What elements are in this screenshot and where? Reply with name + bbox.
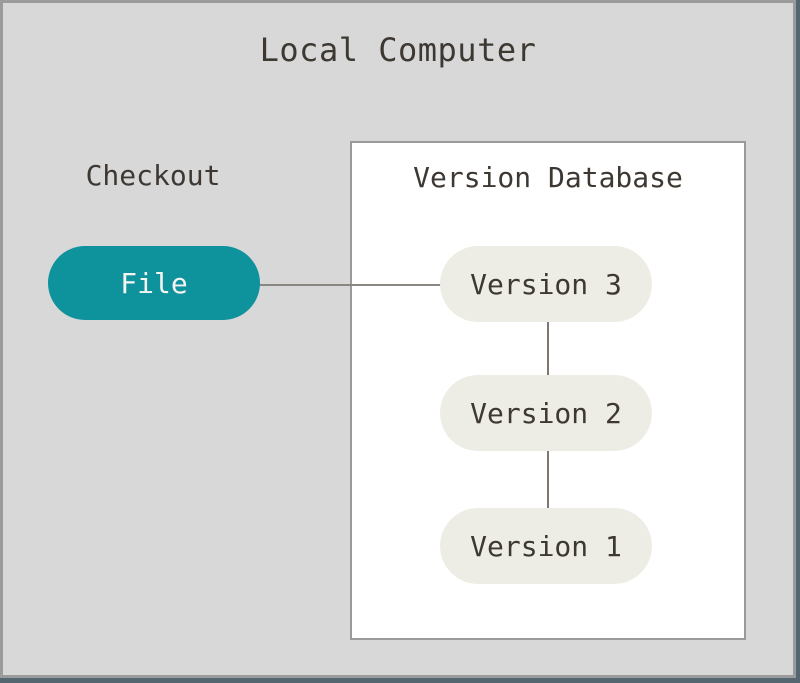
version2-to-version1-connector bbox=[547, 451, 549, 508]
version-database-title: Version Database bbox=[413, 161, 683, 194]
version-2-node: Version 2 bbox=[440, 375, 652, 451]
diagram-title: Local Computer bbox=[259, 31, 537, 69]
version3-to-version2-connector bbox=[547, 322, 549, 375]
version-1-node: Version 1 bbox=[440, 508, 652, 584]
checkout-label: Checkout bbox=[85, 159, 221, 192]
file-to-version3-connector bbox=[258, 284, 443, 286]
version-3-node: Version 3 bbox=[440, 246, 652, 322]
file-node: File bbox=[48, 246, 260, 320]
